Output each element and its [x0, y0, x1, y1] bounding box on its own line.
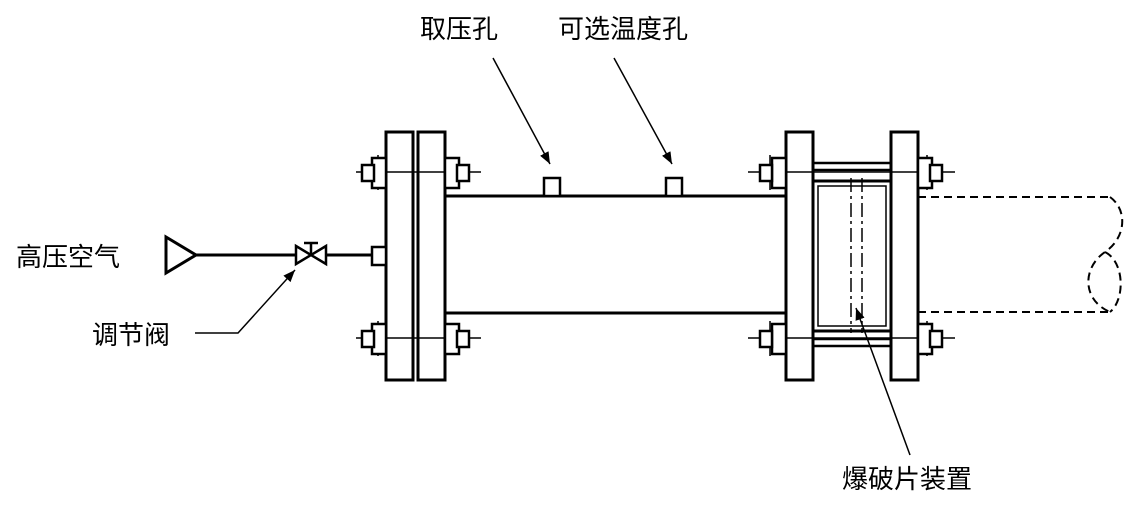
- bolt-bottom-right: [748, 321, 955, 356]
- right-flange-left: [784, 130, 815, 382]
- bolt-bottom-left: [356, 321, 481, 356]
- right-bolts: [748, 155, 955, 356]
- right-flange-right: [889, 130, 920, 382]
- leader-lines: [195, 57, 911, 456]
- left-flange-outer: [384, 130, 415, 382]
- pressure-tap: [542, 176, 562, 198]
- label-temp-hole: 可选温度孔: [558, 15, 688, 45]
- air-supply-line: [164, 234, 372, 276]
- inlet-nozzle: [370, 245, 388, 267]
- leader-pressure-tap: [492, 57, 551, 165]
- air-source-triangle: [164, 234, 199, 276]
- label-rupture-disc-device: 爆破片装置: [842, 465, 972, 495]
- left-bolts: [356, 155, 481, 356]
- leader-control-valve: [195, 269, 296, 334]
- rupture-disc-holder: [811, 161, 893, 348]
- label-high-pressure-air: 高压空气: [16, 243, 120, 273]
- bolt-top-right: [748, 155, 955, 190]
- temperature-hole: [664, 176, 684, 198]
- rupture-disc-frame: [811, 179, 893, 333]
- leader-rupture-disc: [855, 307, 911, 456]
- control-valve-symbol: [294, 241, 328, 267]
- left-flange-inner: [416, 130, 447, 382]
- main-pipe: [445, 194, 786, 315]
- label-pressure-tap: 取压孔: [420, 15, 498, 45]
- label-control-valve: 调节阀: [92, 321, 170, 351]
- left-flange-pair: [384, 130, 447, 382]
- leader-temp-hole: [613, 57, 673, 165]
- downstream-pipe-dashed: [918, 196, 1124, 313]
- bolt-top-left: [356, 155, 481, 190]
